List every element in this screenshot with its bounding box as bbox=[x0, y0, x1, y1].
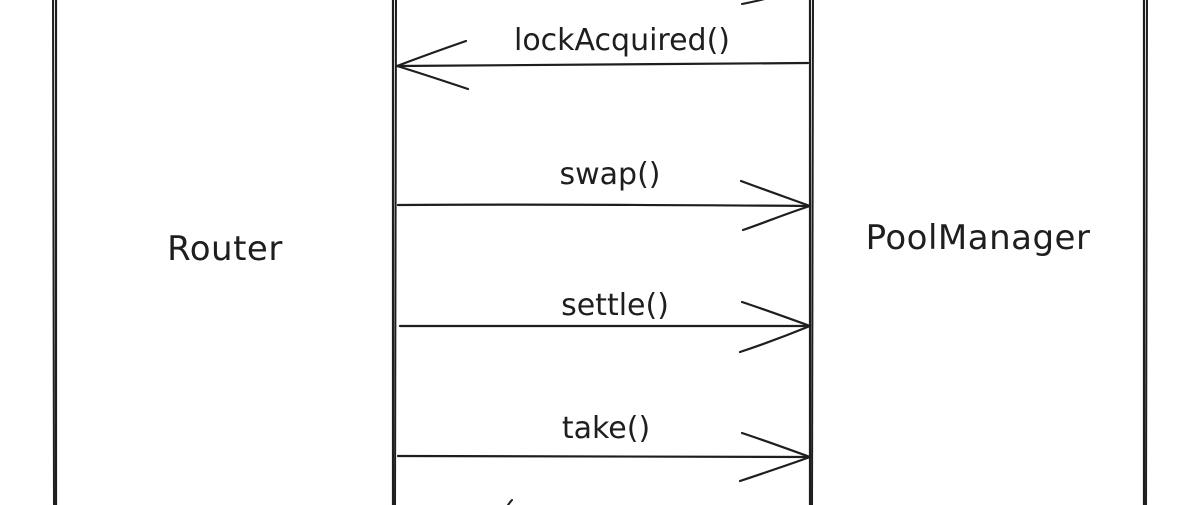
pool-manager-box-right-edge-sketch bbox=[1145, 0, 1148, 505]
arrowhead-upper-lock-acquired bbox=[395, 39, 468, 68]
router-box bbox=[52, 0, 397, 505]
message-lock-acquired: lockAcquired() bbox=[395, 23, 810, 91]
arrowhead-lower-settle bbox=[738, 324, 812, 354]
message-take: take() bbox=[396, 411, 812, 483]
pool-manager-label: PoolManager bbox=[866, 218, 1091, 258]
arrow-line-swap bbox=[396, 203, 812, 208]
pool-manager-box-left-edge-sketch bbox=[811, 0, 814, 505]
arrowhead-lower-take bbox=[738, 455, 812, 483]
pool-manager-box bbox=[808, 0, 1148, 505]
router-label: Router bbox=[167, 229, 283, 269]
clipped-arrowhead-top bbox=[741, 0, 765, 5]
message-label-swap: swap() bbox=[559, 157, 660, 192]
arrowhead-upper-settle bbox=[740, 300, 812, 328]
message-settle: settle() bbox=[398, 288, 812, 354]
arrow-line-take bbox=[396, 454, 812, 459]
arrowhead-upper-swap bbox=[739, 179, 812, 208]
router-box-left-edge bbox=[54, 0, 58, 505]
pool-manager-box-right-edge bbox=[1142, 0, 1146, 505]
pool-manager-box-left-edge bbox=[808, 0, 812, 505]
arrowhead-upper-take bbox=[740, 431, 812, 459]
clipped-stroke-bottom bbox=[506, 499, 513, 505]
arrowhead-lower-lock-acquired bbox=[395, 64, 470, 91]
message-swap: swap() bbox=[396, 157, 812, 232]
message-label-take: take() bbox=[562, 411, 650, 446]
arrow-line-lock-acquired bbox=[395, 61, 810, 68]
message-label-lock-acquired: lockAcquired() bbox=[514, 23, 730, 58]
arrowhead-lower-swap bbox=[741, 204, 812, 232]
message-label-settle: settle() bbox=[561, 288, 669, 323]
router-box-right-edge-sketch bbox=[394, 0, 397, 505]
router-box-left-edge-sketch bbox=[52, 0, 55, 505]
router-box-right-edge bbox=[391, 0, 395, 505]
